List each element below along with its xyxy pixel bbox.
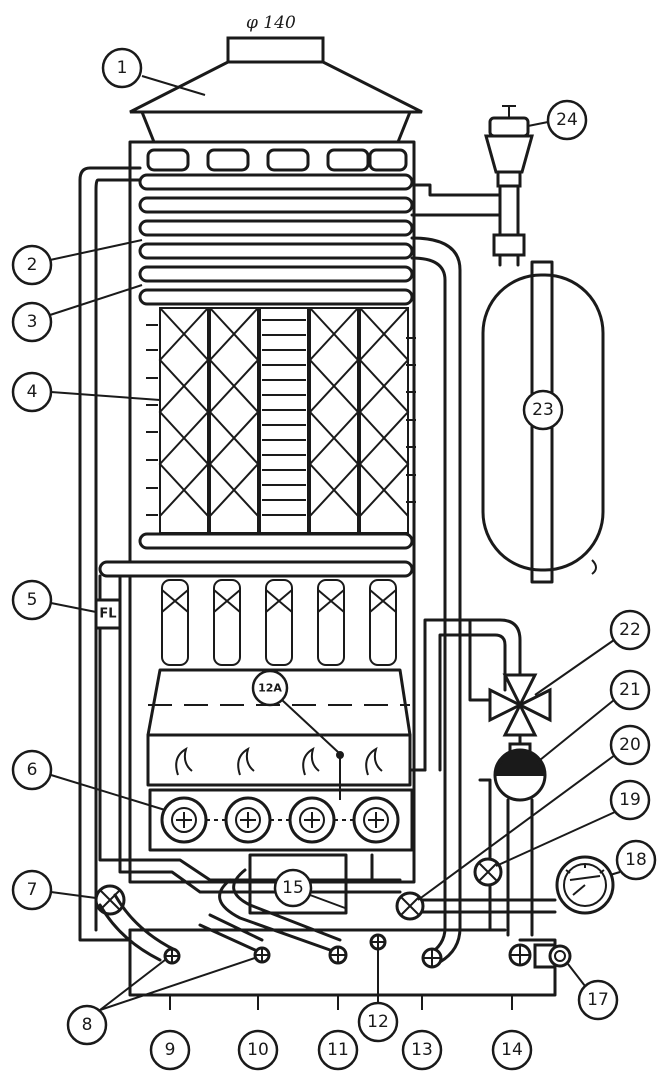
- callout-7: 7: [11, 869, 97, 911]
- combustion-chamber: [146, 668, 412, 787]
- valve-19: [473, 857, 503, 887]
- valve-20: [395, 891, 425, 921]
- svg-text:20: 20: [619, 735, 641, 755]
- callout-1: 1: [101, 47, 206, 96]
- circulation-pump: [493, 733, 547, 802]
- callout-10: 10: [237, 1029, 279, 1071]
- svg-text:2: 2: [27, 255, 38, 275]
- flow-switch-label: FL: [99, 607, 116, 622]
- header-fins: [146, 148, 408, 172]
- boiler-casing: [128, 140, 416, 884]
- svg-text:15: 15: [282, 878, 304, 898]
- finned-tube-block: [146, 307, 416, 534]
- burner-tubes: [161, 579, 397, 666]
- svg-text:19: 19: [619, 790, 641, 810]
- callout-8: 8: [66, 957, 256, 1046]
- callout-15: 15: [273, 868, 346, 909]
- right-pipework: [408, 183, 526, 969]
- left-pipework: [78, 166, 402, 942]
- svg-text:24: 24: [556, 110, 578, 130]
- callout-13: 13: [401, 1029, 443, 1071]
- callout-20: 20: [417, 724, 651, 901]
- svg-text:14: 14: [501, 1040, 523, 1060]
- callout-19: 19: [495, 779, 651, 867]
- svg-text:5: 5: [27, 590, 38, 610]
- callout-5: 5: [11, 579, 97, 621]
- bottom-connections: [98, 868, 387, 965]
- gas-valve: [248, 853, 374, 915]
- callout-2: 2: [11, 239, 143, 286]
- ignition-electrode: [336, 751, 344, 800]
- callout-12: 12: [357, 950, 399, 1043]
- callout-4: 4: [11, 371, 161, 413]
- svg-text:21: 21: [619, 680, 641, 700]
- callout-11: 11: [317, 1029, 359, 1071]
- svg-text:1: 1: [117, 58, 128, 78]
- callout-9: 9: [149, 1029, 191, 1071]
- svg-text:12A: 12A: [258, 682, 282, 695]
- callout-21: 21: [539, 669, 651, 761]
- bottom-frame: [128, 928, 557, 1010]
- callout-17: 17: [567, 963, 619, 1021]
- svg-text:18: 18: [625, 850, 647, 870]
- svg-text:3: 3: [27, 312, 38, 332]
- svg-text:7: 7: [27, 880, 38, 900]
- svg-text:13: 13: [411, 1040, 433, 1060]
- air-vent: [484, 105, 534, 188]
- heat-exchanger-coils: [98, 173, 414, 578]
- callout-14: 14: [491, 1029, 533, 1071]
- flow-switch: FL: [94, 598, 122, 630]
- svg-text:11: 11: [327, 1040, 349, 1060]
- svg-text:6: 6: [27, 760, 38, 780]
- callout-18: 18: [609, 839, 657, 881]
- drain-cock: [533, 943, 572, 969]
- callout-22: 22: [534, 609, 651, 696]
- svg-text:23: 23: [532, 400, 554, 420]
- callout-3: 3: [11, 284, 143, 343]
- callout-24: 24: [527, 99, 588, 141]
- pressure-gauge: [555, 855, 615, 915]
- svg-text:22: 22: [619, 620, 641, 640]
- svg-text:8: 8: [82, 1015, 93, 1035]
- callout-23: 23: [522, 389, 564, 431]
- valve-left: [94, 884, 126, 916]
- svg-text:4: 4: [27, 382, 38, 402]
- burner-manifold: [148, 788, 414, 852]
- callout-6: 6: [11, 749, 166, 811]
- svg-text:12: 12: [367, 1012, 389, 1032]
- svg-text:10: 10: [247, 1040, 269, 1060]
- callout-12a: 12A: [251, 669, 339, 753]
- flue-hood: φ 140: [129, 13, 423, 144]
- svg-text:17: 17: [587, 990, 609, 1010]
- burner-flames: [175, 746, 383, 776]
- three-way-valve: [488, 673, 552, 737]
- flue-diameter-label: φ 140: [246, 13, 296, 33]
- svg-text:9: 9: [165, 1040, 176, 1060]
